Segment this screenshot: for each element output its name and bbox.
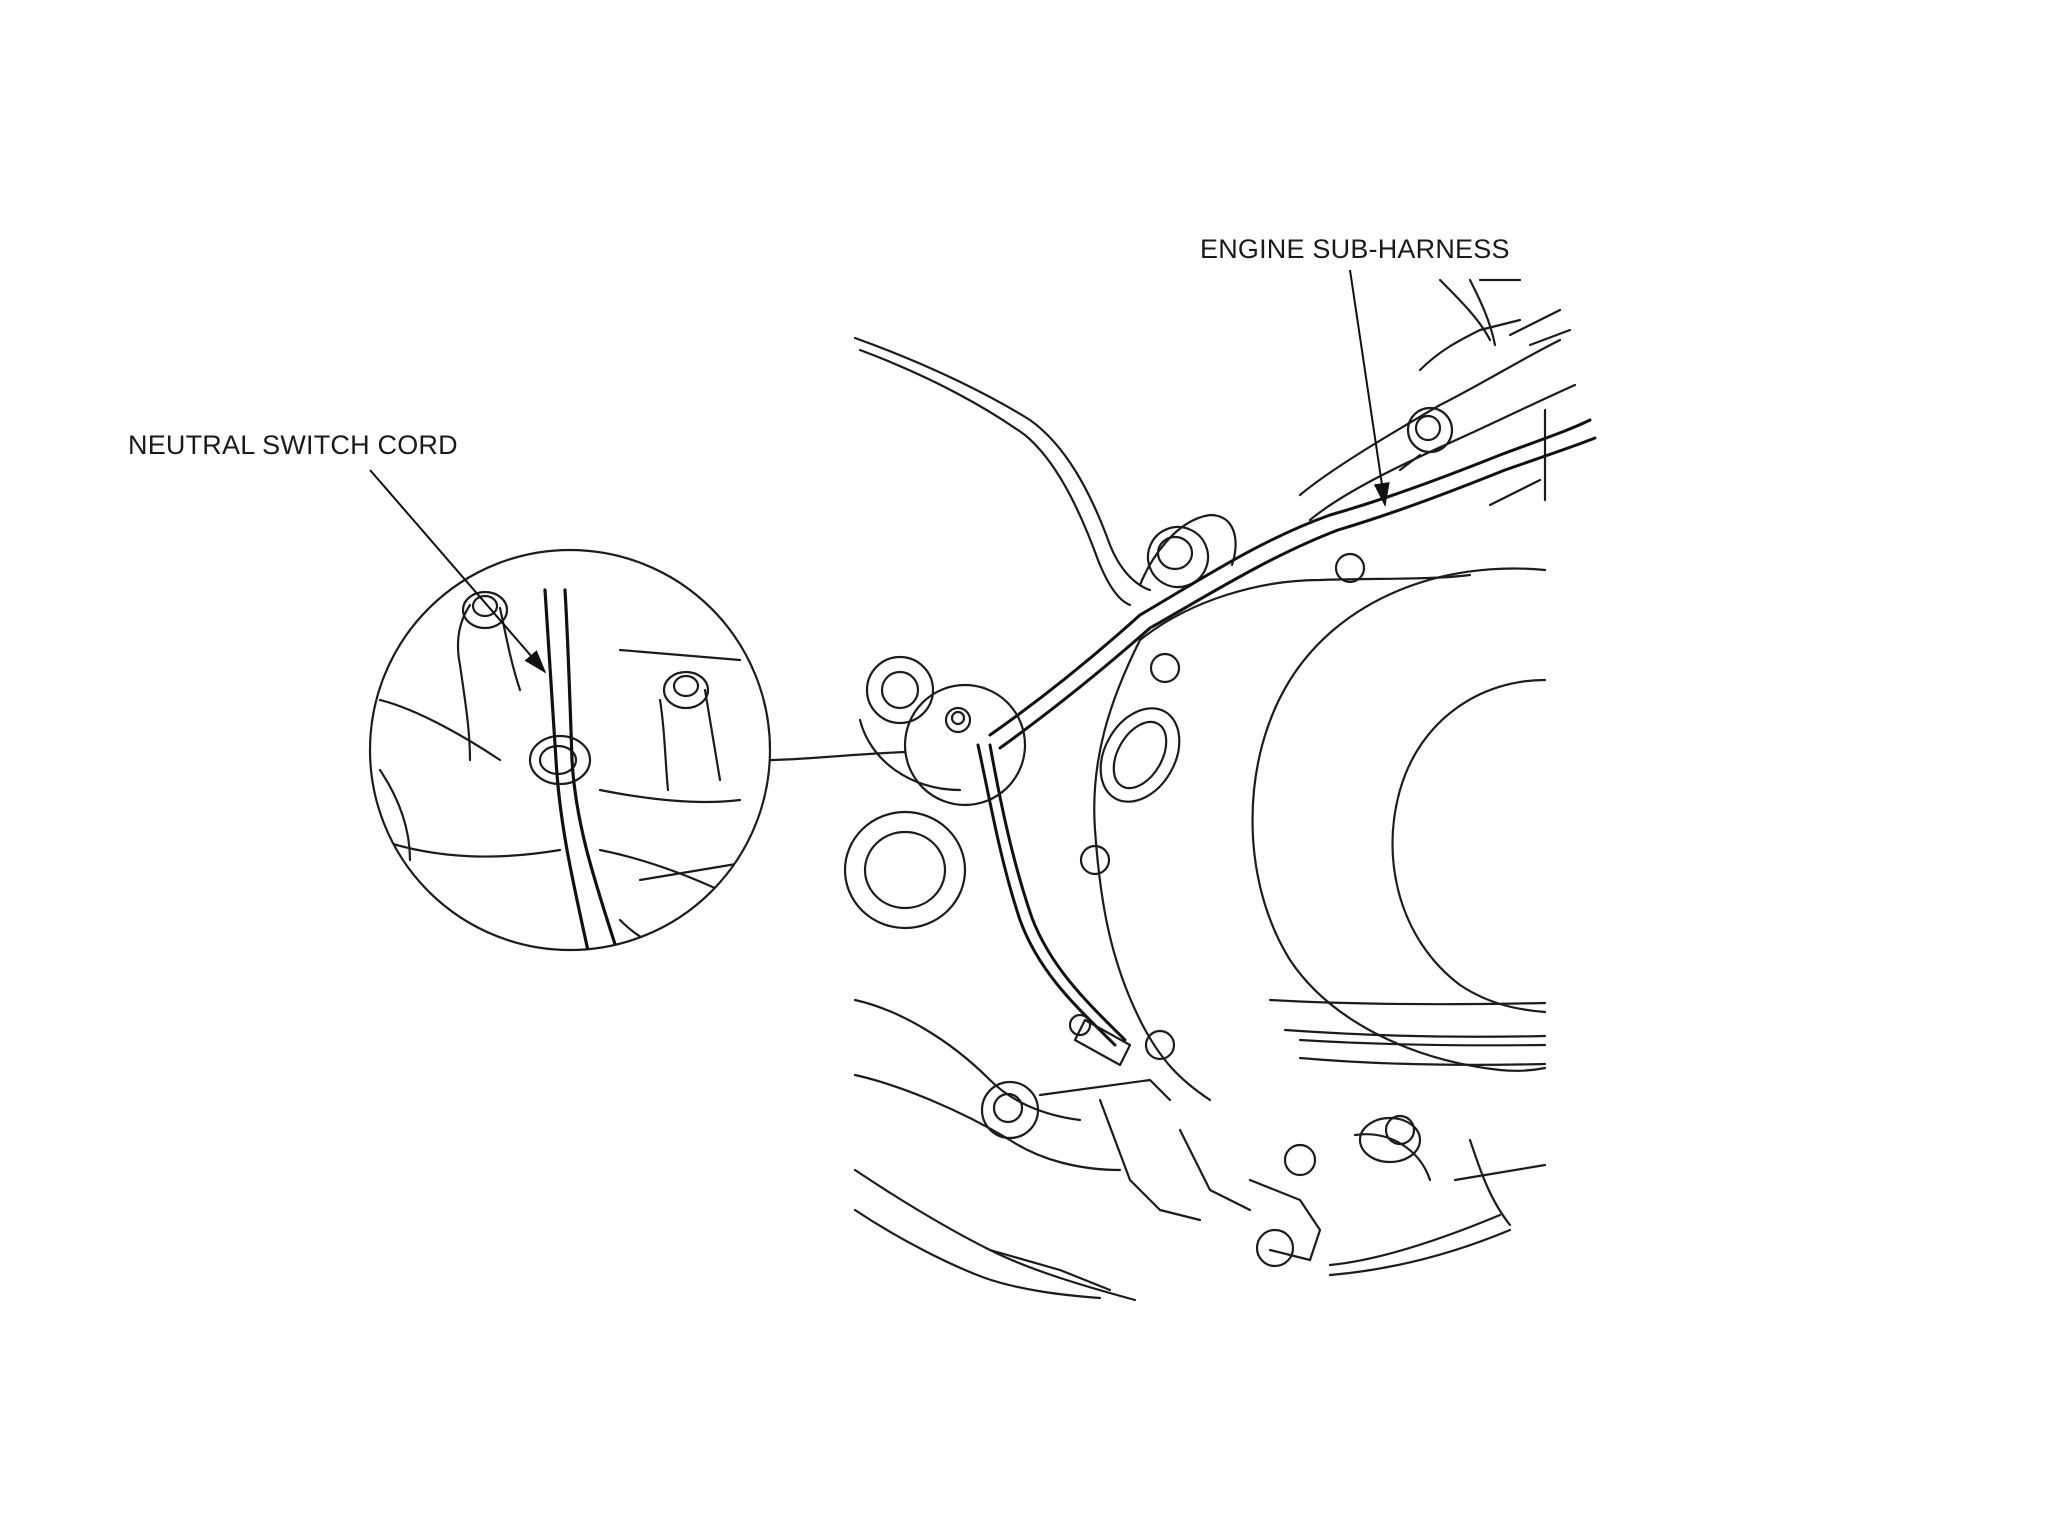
engine-sub-harness-leader [1349, 269, 1390, 507]
detail-view [368, 548, 1027, 952]
engine-sub-harness-label: ENGINE SUB-HARNESS [1200, 234, 1510, 264]
neutral-switch-cord-label: NEUTRAL SWITCH CORD [128, 430, 458, 460]
neutral-switch-cord-leader [369, 469, 547, 674]
engine-case-drawing [843, 278, 1597, 1302]
